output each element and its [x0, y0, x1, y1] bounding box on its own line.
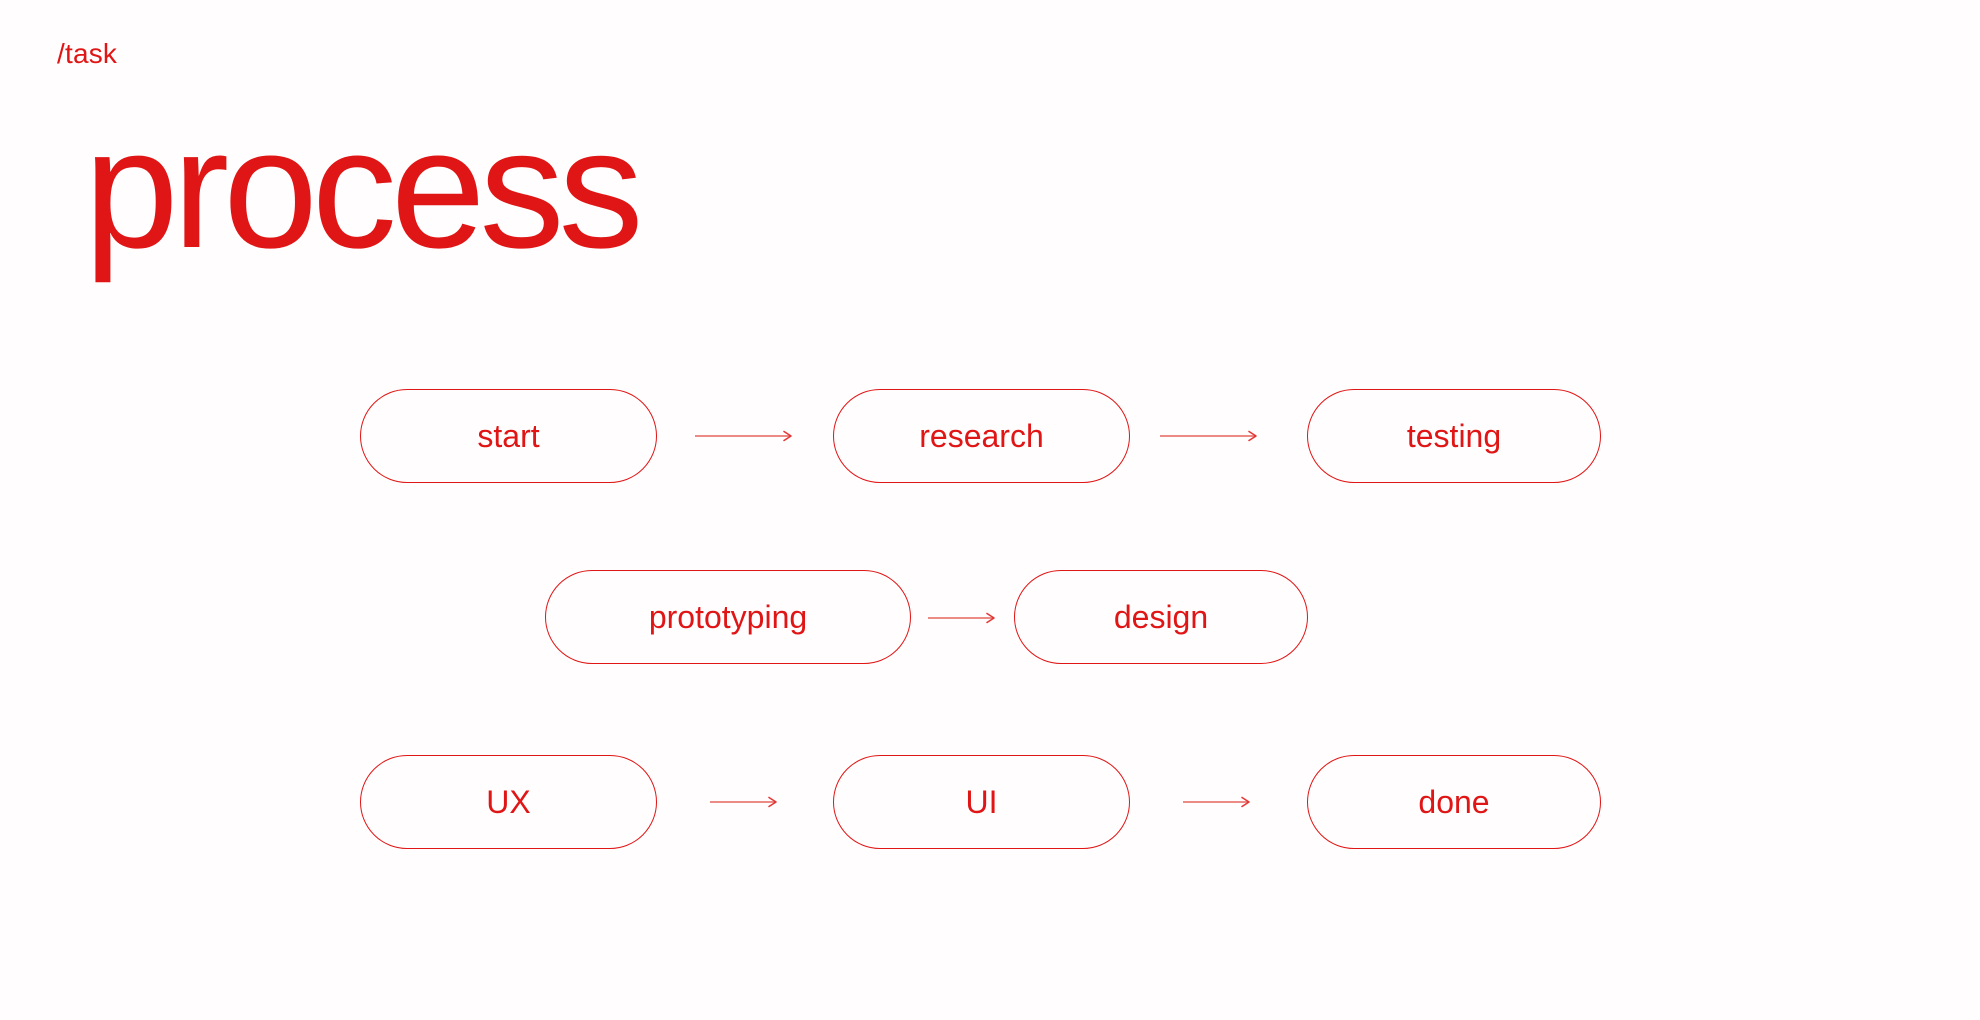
flow-node-start: start	[360, 389, 657, 483]
flow-node-research: research	[833, 389, 1130, 483]
breadcrumb: /task	[57, 38, 118, 69]
arrow-right-icon	[1183, 796, 1250, 808]
arrow-right-icon	[695, 430, 792, 442]
flow-node-ui: UI	[833, 755, 1130, 849]
arrow-right-icon	[1160, 430, 1257, 442]
flow-node-done: done	[1307, 755, 1601, 849]
flow-node-design: design	[1014, 570, 1308, 664]
arrow-right-icon	[928, 612, 995, 624]
flow-node-ux: UX	[360, 755, 657, 849]
flow-node-prototyping: prototyping	[545, 570, 911, 664]
page-title: process	[84, 94, 644, 284]
arrow-right-icon	[710, 796, 777, 808]
flow-node-testing: testing	[1307, 389, 1601, 483]
